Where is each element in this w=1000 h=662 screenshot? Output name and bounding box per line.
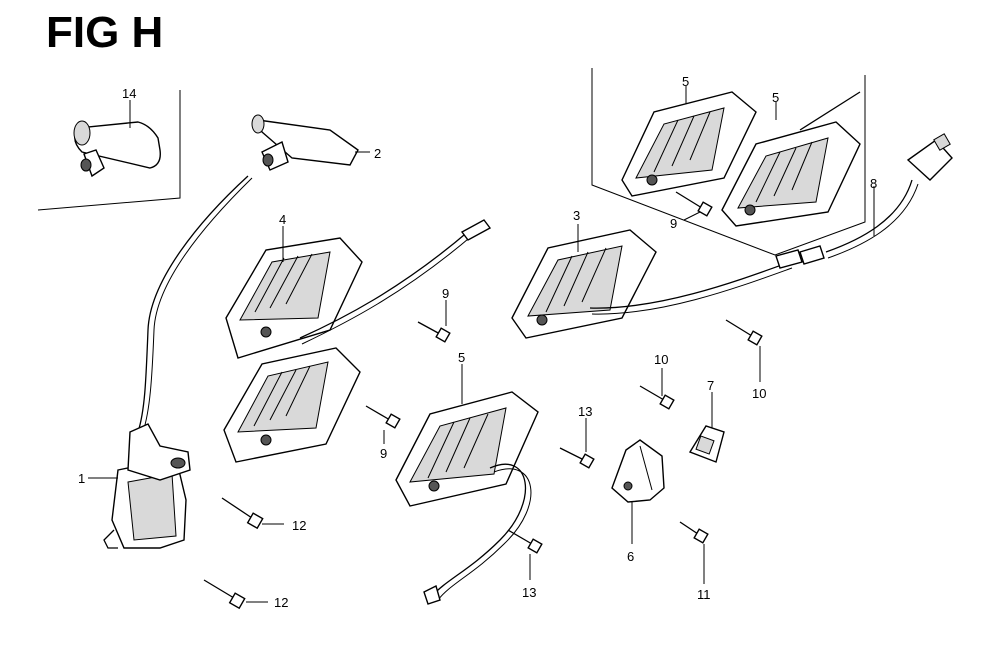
callout-7: 7 bbox=[707, 378, 714, 393]
callout-2: 2 bbox=[374, 146, 381, 161]
callout-1: 1 bbox=[78, 471, 85, 486]
leader-lines bbox=[88, 86, 875, 603]
part-5-coil-center bbox=[395, 391, 539, 605]
exciter-coil-lower-left bbox=[223, 347, 361, 463]
part-14-plug-cap bbox=[73, 120, 161, 178]
part-7-grommet bbox=[688, 425, 725, 463]
callout-9-lower: 9 bbox=[380, 446, 387, 461]
part-6-bracket bbox=[611, 439, 665, 503]
callout-9-inset: 9 bbox=[670, 216, 677, 231]
callout-5-inset-left: 5 bbox=[682, 74, 689, 89]
callout-3: 3 bbox=[573, 208, 580, 223]
callout-14: 14 bbox=[122, 86, 136, 101]
part-3-coil bbox=[511, 229, 825, 339]
callout-12-upper: 12 bbox=[292, 518, 306, 533]
part-4-exciter-coil bbox=[225, 219, 492, 359]
bolt-9-lower bbox=[365, 405, 401, 429]
inset-frame-alt-coils bbox=[591, 68, 866, 256]
part-2-plug-cap bbox=[251, 114, 359, 171]
callout-9-upper: 9 bbox=[442, 286, 449, 301]
callout-12-lower: 12 bbox=[274, 595, 288, 610]
bolt-11 bbox=[679, 521, 709, 544]
bolt-13-upper bbox=[559, 447, 595, 469]
callout-5-inset-right: 5 bbox=[772, 90, 779, 105]
part-8-connector-lead bbox=[825, 133, 953, 259]
bolt-12-lower bbox=[203, 579, 246, 610]
bolt-9-upper bbox=[417, 321, 451, 343]
part-5-coil-inset-right bbox=[721, 91, 861, 227]
callout-10-right: 10 bbox=[752, 386, 766, 401]
callout-8: 8 bbox=[870, 176, 877, 191]
callout-13-lower: 13 bbox=[522, 585, 536, 600]
bolt-9-inset bbox=[675, 191, 713, 217]
callout-11: 11 bbox=[697, 587, 711, 602]
part-5-coil-inset-left bbox=[621, 91, 757, 197]
inset-frame-14 bbox=[37, 90, 181, 211]
callout-6: 6 bbox=[627, 549, 634, 564]
bolt-12-upper bbox=[221, 497, 264, 530]
callout-10-center: 10 bbox=[654, 352, 668, 367]
callout-13-upper: 13 bbox=[578, 404, 592, 419]
part-1-ignition-coil bbox=[103, 423, 191, 549]
figure-title: FIG H bbox=[46, 8, 164, 57]
bolt-10-right bbox=[725, 319, 763, 346]
bolt-10-center bbox=[639, 385, 675, 410]
bolt-13-lower bbox=[507, 529, 543, 554]
callout-4: 4 bbox=[279, 212, 286, 227]
callout-5-center: 5 bbox=[458, 350, 465, 365]
high-tension-lead bbox=[137, 175, 249, 433]
